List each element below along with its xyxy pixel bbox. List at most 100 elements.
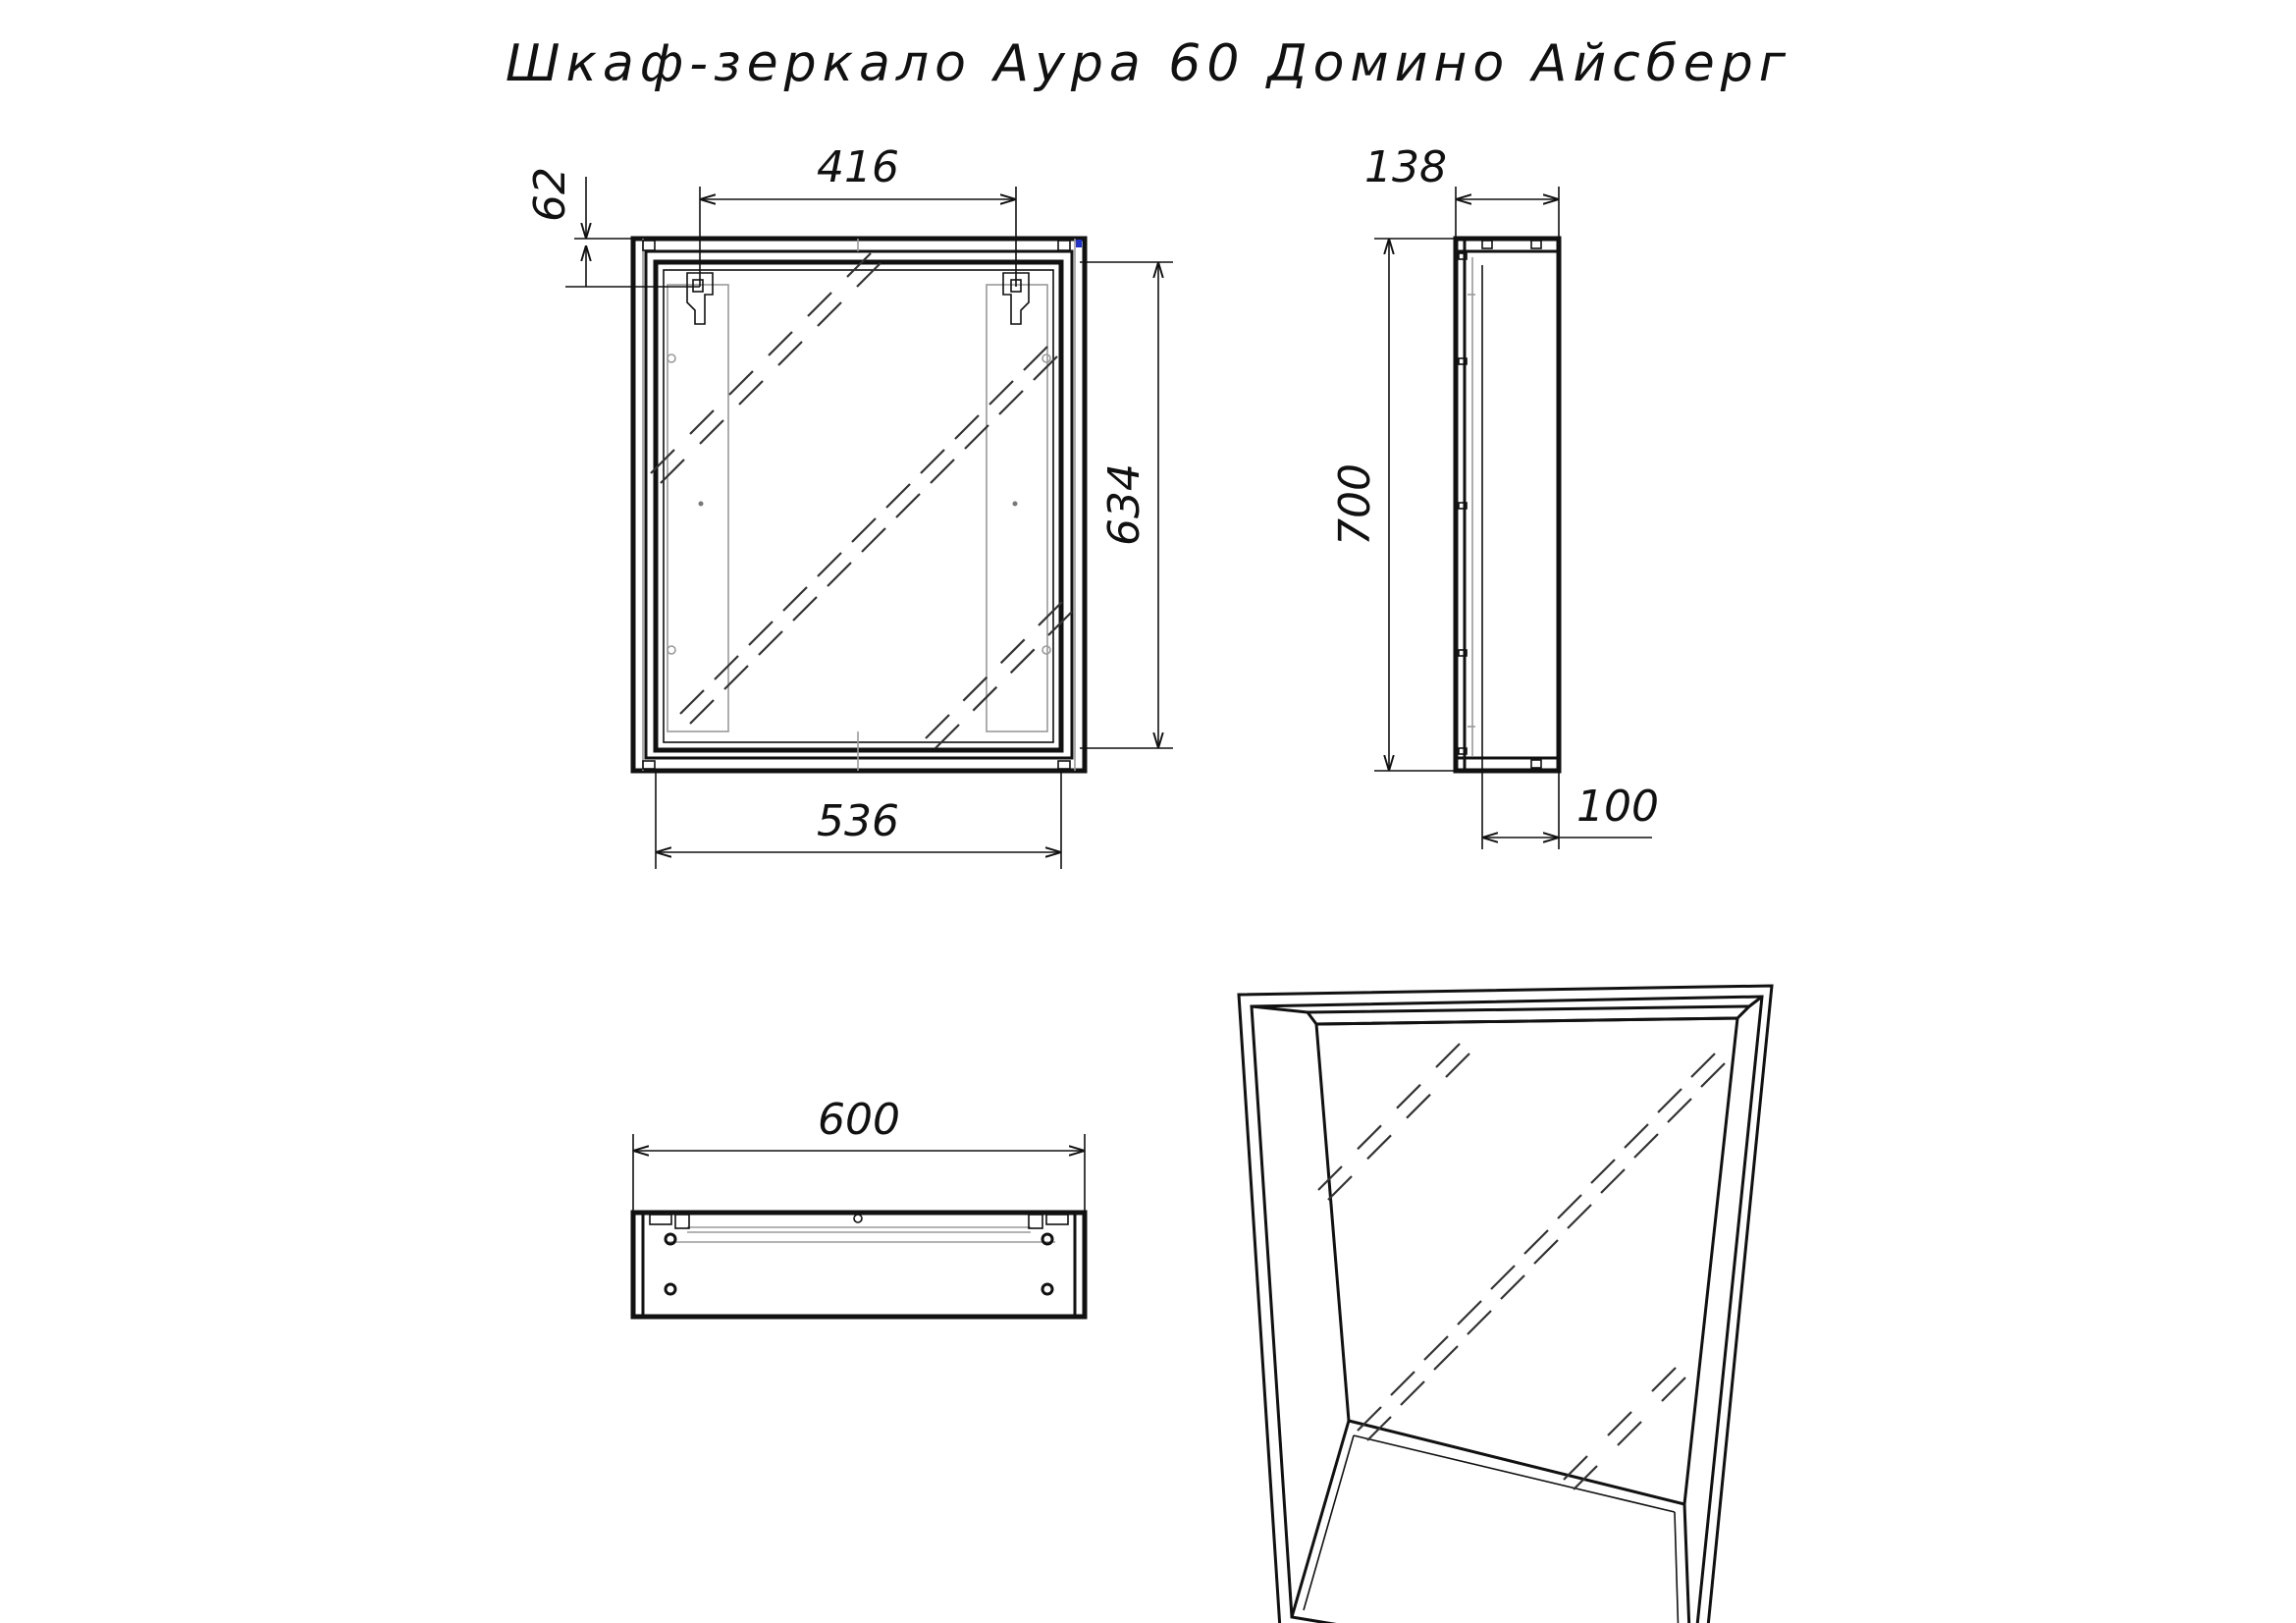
mirror-glass-hatching: [650, 252, 1073, 749]
glass-hatch-stroke: [817, 301, 842, 327]
glass-hatch-stroke: [1435, 1043, 1461, 1068]
glass-hatch-stroke: [1651, 1367, 1677, 1392]
glass-hatch-stroke: [1700, 1062, 1726, 1088]
glass-hatch-stroke: [1396, 1083, 1421, 1109]
glass-hatch-stroke: [1357, 1406, 1382, 1432]
glass-hatch-stroke: [792, 596, 818, 622]
glass-hatch-stroke: [972, 685, 998, 712]
glass-hatch-stroke: [988, 380, 1014, 406]
glass-hatch-stroke: [1607, 1411, 1632, 1436]
glass-hatch-stroke: [689, 409, 715, 435]
glass-hatch-stroke: [748, 621, 774, 646]
dim-top-offset: 62: [525, 167, 700, 288]
glass-hatch-stroke: [738, 380, 764, 406]
glass-hatch-stroke: [827, 562, 852, 587]
glass-hatch-stroke: [679, 689, 705, 715]
glass-hatch-stroke: [782, 586, 808, 612]
glass-hatch-stroke: [1400, 1380, 1425, 1406]
glass-hatch-stroke: [1433, 1345, 1459, 1371]
glass-hatch-stroke: [885, 483, 911, 509]
dim-depth-label: 138: [1364, 142, 1447, 192]
glass-hatch-stroke: [714, 655, 739, 680]
glass-hatch-stroke: [1023, 346, 1048, 371]
dim-width: 600: [632, 1095, 1086, 1213]
glass-hatch-stroke: [1366, 1134, 1392, 1161]
glass-hatch-stroke: [846, 252, 872, 278]
glass-hatch-stroke: [723, 665, 749, 690]
dim-shelf-depth-label: 100: [1576, 782, 1659, 832]
glass-hatch-stroke: [1317, 1165, 1343, 1191]
dim-top-offset-label: 62: [525, 167, 575, 222]
glass-hatch-stroke: [777, 341, 803, 366]
glass-hatch-stroke: [1590, 1159, 1616, 1184]
hidden-side-panels: [642, 239, 1076, 771]
glass-hatch-stroke: [964, 424, 989, 450]
drawing-title: Шкаф-зеркало Аура 60 Домино Айсберг: [506, 34, 1791, 93]
glass-hatch-stroke: [1445, 1053, 1470, 1078]
glass-hatch-stroke: [1327, 1175, 1353, 1201]
glass-hatch-stroke: [934, 724, 960, 749]
glass-hatch-stroke: [1033, 355, 1058, 381]
glass-hatch-stroke: [1523, 1229, 1549, 1255]
glass-hatch-stroke: [817, 552, 842, 577]
glass-hatch-stroke: [895, 493, 921, 518]
dim-shelf-depth: 100: [1481, 746, 1659, 849]
glass-hatch-stroke: [1366, 1416, 1392, 1441]
glass-hatch-stroke: [1633, 1133, 1659, 1159]
glass-hatch-stroke: [925, 714, 950, 739]
glass-hatch-stroke: [851, 517, 877, 543]
glass-hatch-stroke: [1600, 1168, 1626, 1194]
glass-hatch-stroke: [1657, 1088, 1682, 1113]
dim-inner-width-label: 536: [817, 796, 899, 846]
glass-hatch-stroke: [1390, 1371, 1415, 1396]
glass-hatch-stroke: [1047, 611, 1073, 636]
glass-hatch-stroke: [758, 630, 783, 656]
glass-hatch-stroke: [998, 390, 1024, 415]
glass-hatch-stroke: [1467, 1310, 1492, 1335]
glass-hatch-stroke: [1573, 1465, 1598, 1490]
glass-hatch-stroke: [689, 699, 715, 725]
glass-hatch-stroke: [1557, 1194, 1582, 1219]
glass-hatch-stroke: [768, 331, 793, 356]
front-view: 416 62 634 536: [525, 142, 1173, 869]
dim-inner-height-label: 634: [1099, 463, 1149, 546]
glass-hatch-stroke: [1423, 1335, 1449, 1361]
dim-height: 700: [1330, 238, 1456, 772]
glass-hatch-stroke: [807, 292, 832, 317]
glass-hatch-stroke: [1009, 648, 1036, 675]
dim-hook-spacing-label: 416: [817, 142, 899, 192]
glass-hatch-stroke: [999, 638, 1026, 665]
hanger-hook-left: [686, 272, 714, 325]
glass-hatch-stroke: [1690, 1053, 1716, 1078]
glass-hatch-stroke: [930, 459, 955, 484]
dim-width-label: 600: [818, 1095, 900, 1145]
glass-hatch-stroke: [1667, 1098, 1692, 1123]
glass-hatch-stroke: [1624, 1123, 1649, 1149]
glass-hatch-stroke: [660, 459, 685, 484]
glass-hatch-stroke: [861, 527, 886, 553]
dim-height-label: 700: [1330, 463, 1380, 546]
glass-hatch-stroke: [1457, 1300, 1482, 1325]
dim-inner-height: 634: [1080, 261, 1173, 749]
top-view: 600: [630, 1095, 1088, 1320]
dim-inner-width: 536: [655, 771, 1062, 869]
glass-hatch-stroke: [650, 449, 675, 474]
dim-depth: 138: [1364, 142, 1560, 239]
blue-marker: [1076, 240, 1082, 247]
glass-hatch-stroke: [1038, 601, 1063, 626]
glass-hatch-stroke: [962, 676, 988, 702]
glass-hatch-stroke: [1490, 1265, 1516, 1290]
glass-hatch-stroke: [1661, 1377, 1686, 1402]
glass-hatch-stroke: [1617, 1421, 1642, 1446]
dim-hook-spacing: 416: [699, 142, 1017, 287]
glass-hatch-stroke: [1567, 1204, 1592, 1229]
glass-hatch-stroke: [1533, 1239, 1559, 1265]
perspective-glass-hatching: [1317, 1043, 1726, 1490]
glass-hatch-stroke: [728, 370, 754, 396]
glass-hatch-stroke: [699, 419, 724, 445]
glass-hatch-stroke: [1406, 1093, 1431, 1119]
glass-hatch-stroke: [920, 449, 945, 474]
glass-hatch-stroke: [856, 262, 881, 288]
perspective-view: [1237, 984, 1774, 1623]
